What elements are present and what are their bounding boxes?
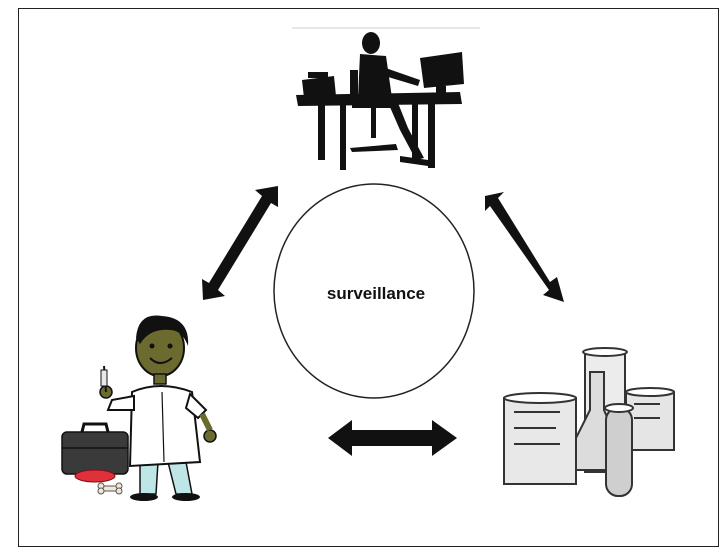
surveillance-circle [273,183,475,399]
office-desk-computer-icon [296,32,464,170]
arrow-office-laboratory [485,192,564,302]
lab-glassware-icon [503,347,675,497]
arrow-office-veterinarian [202,186,278,300]
surveillance-label: surveillance [326,284,426,303]
veterinarian-icon [61,315,217,501]
arrow-veterinarian-laboratory [328,420,457,456]
